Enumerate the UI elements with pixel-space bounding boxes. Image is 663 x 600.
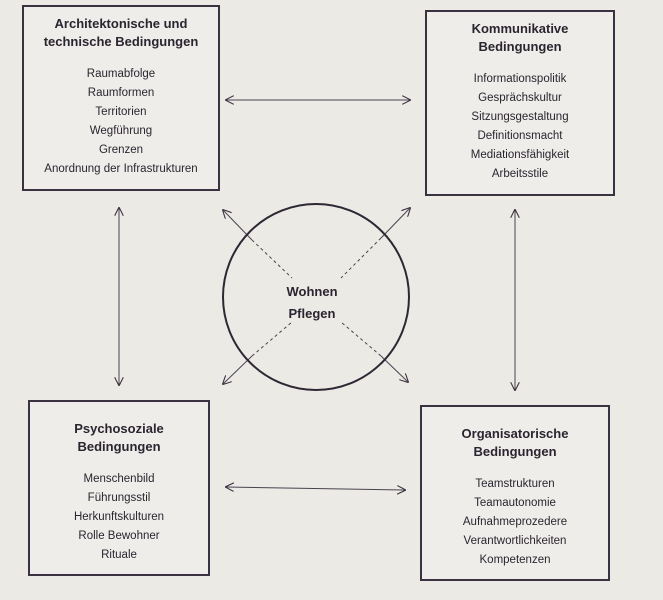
list-item: Sitzungsgestaltung (471, 111, 569, 123)
list-item: Teamstrukturen (475, 478, 555, 490)
list-item: Verantwortlichkeiten (463, 535, 567, 547)
box-organisational-conditions: Organisatorische Bedingungen Teamstruktu… (420, 405, 610, 581)
box-title: Architektonische und technische Bedingun… (43, 16, 199, 49)
center-circle (222, 203, 410, 391)
arrow-diag-tr (380, 208, 410, 239)
center-label: Wohnen Pflegen (262, 281, 362, 325)
list-item: Menschenbild (83, 473, 155, 485)
list-item: Informationspolitik (473, 73, 567, 85)
list-item: Territorien (95, 106, 147, 118)
list-item: Mediationsfähigkeit (470, 149, 570, 161)
list-item: Definitionsmacht (477, 130, 563, 142)
list-item: Arbeitsstile (491, 168, 549, 180)
box-title: Kommunikative Bedingungen (471, 21, 569, 54)
box-title: Organisatorische Bedingungen (461, 426, 569, 459)
list-item: Anordnung der Infrastrukturen (44, 163, 198, 175)
list-item: Wegführung (89, 125, 153, 137)
list-item: Raumabfolge (86, 68, 156, 80)
list-item: Raumformen (87, 87, 155, 99)
box-list: Raumabfolge Raumformen Territorien Wegfü… (24, 65, 218, 179)
list-item: Gesprächskultur (478, 92, 562, 104)
center-line-2: Pflegen (288, 306, 336, 321)
center-line-1: Wohnen (286, 284, 338, 299)
box-psychosocial-conditions: Psychosoziale Bedingungen Menschenbild F… (28, 400, 210, 576)
list-item: Grenzen (98, 144, 144, 156)
list-item: Rituale (101, 549, 137, 561)
arrow-diag-tl (223, 210, 253, 241)
box-list: Menschenbild Führungsstil Herkunftskultu… (30, 470, 208, 565)
arrow-diag-br (380, 355, 408, 382)
box-list: Informationspolitik Gesprächskultur Sitz… (427, 70, 613, 184)
list-item: Herkunftskulturen (73, 511, 165, 523)
arrow-bottom-horizontal (226, 487, 405, 490)
list-item: Kompetenzen (479, 554, 551, 566)
list-item: Teamautonomie (474, 497, 556, 509)
list-item: Führungsstil (87, 492, 151, 504)
box-title: Psychosoziale Bedingungen (74, 421, 164, 454)
list-item: Aufnahmeprozedere (462, 516, 568, 528)
box-list: Teamstrukturen Teamautonomie Aufnahmepro… (422, 475, 608, 570)
box-communicative-conditions: Kommunikative Bedingungen Informationspo… (425, 10, 615, 196)
box-architectural-conditions: Architektonische und technische Bedingun… (22, 5, 220, 191)
list-item: Rolle Bewohner (78, 530, 160, 542)
